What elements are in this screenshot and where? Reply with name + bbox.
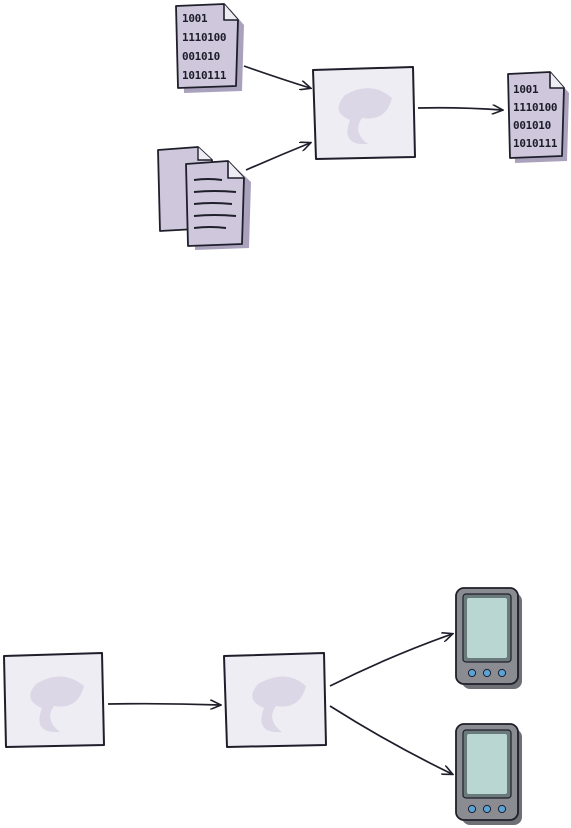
arrow-documents-to-process bbox=[246, 143, 310, 170]
arrow-binary-to-process bbox=[244, 66, 310, 88]
handheld-device-icon bbox=[456, 588, 522, 689]
arrow-process-to-output bbox=[418, 108, 502, 110]
process-box-bottom-middle bbox=[224, 653, 326, 747]
binary-line-2: 1110100 bbox=[182, 31, 226, 44]
arrow-left-to-middle bbox=[108, 704, 220, 705]
binary-line-4: 1010111 bbox=[182, 69, 227, 82]
output-binary-file-icon: 1001 1110100 001010 1010111 bbox=[508, 72, 569, 163]
output-line-1: 1001 bbox=[513, 83, 539, 96]
process-box-bottom-left bbox=[4, 653, 104, 747]
source-documents-icon bbox=[158, 147, 251, 250]
output-line-3: 001010 bbox=[513, 119, 551, 132]
arrow-middle-to-device-top bbox=[330, 634, 452, 686]
arrow-middle-to-device-bottom bbox=[330, 706, 452, 774]
output-line-4: 1010111 bbox=[513, 137, 558, 150]
handheld-device-icon bbox=[456, 724, 522, 825]
binary-file-icon: 1001 1110100 001010 1010111 bbox=[176, 4, 244, 93]
binary-line-3: 001010 bbox=[182, 50, 220, 63]
binary-line-1: 1001 bbox=[182, 12, 208, 25]
output-line-2: 1110100 bbox=[513, 101, 557, 114]
process-box-top bbox=[313, 67, 415, 159]
